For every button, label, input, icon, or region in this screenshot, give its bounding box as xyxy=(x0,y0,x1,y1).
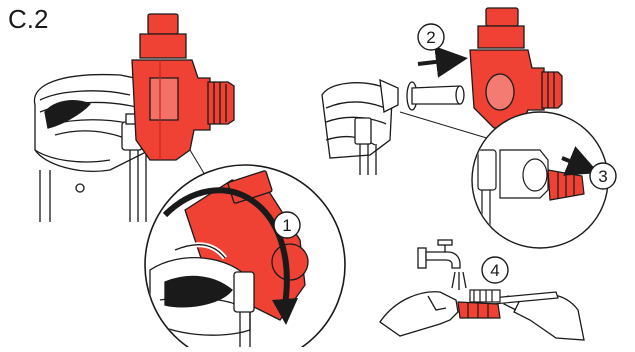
zoom-circle-step1: 1 xyxy=(145,165,345,347)
faucet-icon xyxy=(418,240,466,290)
callout-line xyxy=(190,150,205,175)
tube-piece xyxy=(407,82,464,110)
red-housing-left xyxy=(132,14,234,160)
red-housing-right xyxy=(470,8,562,128)
step-3-number: 3 xyxy=(598,167,607,186)
appliance-left xyxy=(34,75,150,222)
section-label: C.2 xyxy=(8,4,48,35)
step-2-number: 2 xyxy=(426,28,435,47)
pull-off-arrow xyxy=(418,60,452,64)
red-filter-cleaning xyxy=(458,302,500,318)
step-4-number: 4 xyxy=(490,261,499,280)
zoom-circle-step3: 3 xyxy=(472,112,616,250)
step-1-number: 1 xyxy=(282,216,291,235)
appliance-right xyxy=(322,80,398,175)
